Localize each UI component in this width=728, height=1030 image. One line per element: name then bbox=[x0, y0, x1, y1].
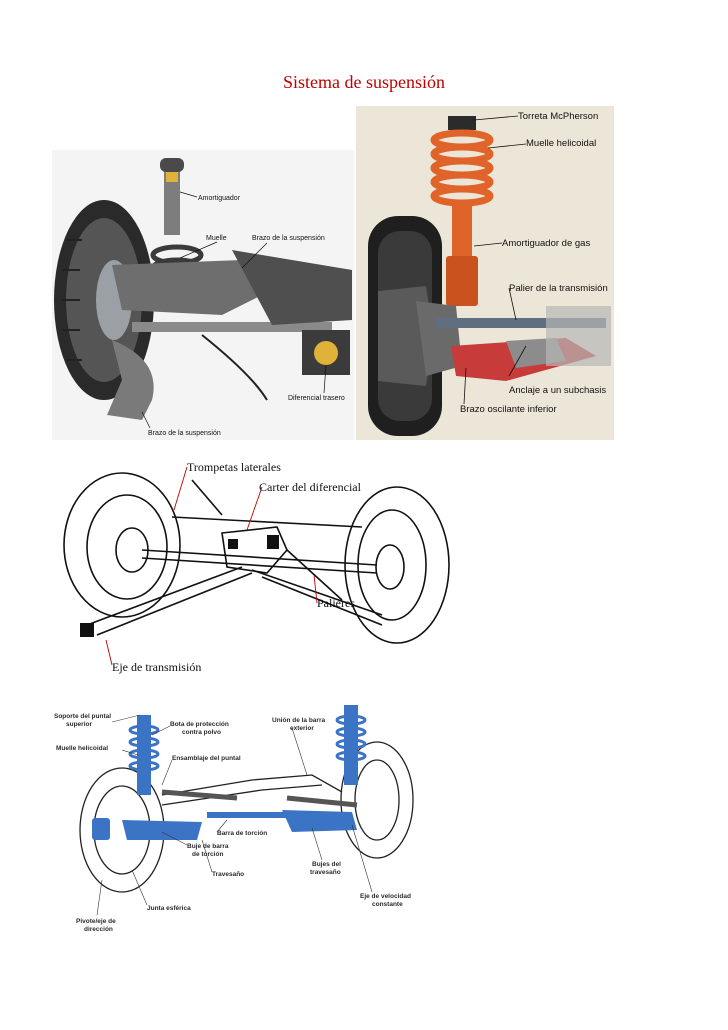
union-label-line1: Unión de la barra bbox=[272, 717, 325, 724]
trumpets-label: Trompetas laterales bbox=[187, 460, 281, 474]
soporte-label-line2: superior bbox=[66, 721, 92, 728]
mcpherson-illustration: Torreta McPherson Muelle helicoidal Amor… bbox=[356, 106, 614, 440]
pivote-label-line1: Pivote/eje de bbox=[76, 918, 116, 925]
spring-label: Muelle bbox=[206, 235, 227, 242]
barra-label: Barra de torción bbox=[217, 830, 267, 837]
lower-arm-label: Brazo oscilante inferior bbox=[460, 404, 557, 415]
page-title: Sistema de suspensión bbox=[283, 72, 445, 92]
buje-label-line2: de torción bbox=[192, 851, 223, 858]
soporte-label-line1: Soporte del puntal bbox=[54, 713, 111, 720]
eje-transmision-label: Eje de transmisión bbox=[112, 660, 201, 674]
bujes-label-line2: travesaño bbox=[310, 869, 341, 876]
eje-velocidad-label-line2: constante bbox=[372, 901, 403, 908]
coil-label: Muelle helicoidal bbox=[526, 138, 596, 149]
shock-label: Amortiguador bbox=[198, 195, 241, 202]
pivote-label-line2: dirección bbox=[84, 926, 113, 933]
front-suspension-figure: Soporte del puntal superior Bota de prot… bbox=[52, 700, 432, 940]
subframe-label: Anclaje a un subchasis bbox=[509, 385, 606, 396]
union-label-line2: exterior bbox=[290, 725, 314, 732]
halfshaft-label: Palier de la transmisión bbox=[509, 283, 608, 294]
rear-suspension-illustration: Amortiguador Muelle Brazo de la suspensi… bbox=[52, 150, 354, 440]
bujes-label-line1: Bujes del bbox=[312, 861, 341, 868]
mcpherson-figure: Torreta McPherson Muelle helicoidal Amor… bbox=[356, 106, 614, 440]
junta-label: Junta esférica bbox=[147, 905, 191, 912]
eje-velocidad-label-line1: Eje de velocidad bbox=[360, 893, 411, 900]
palieres-label: Palieres bbox=[317, 596, 355, 610]
rear-axle-figure: Trompetas laterales Carter del diferenci… bbox=[52, 455, 452, 690]
gas-shock-label: Amortiguador de gas bbox=[502, 238, 590, 249]
front-suspension-illustration: Soporte del puntal superior Bota de prot… bbox=[52, 700, 432, 940]
arm-label: Brazo de la suspensión bbox=[252, 235, 325, 242]
rear-axle-illustration: Trompetas laterales Carter del diferenci… bbox=[52, 455, 452, 690]
rear-suspension-figure: Amortiguador Muelle Brazo de la suspensi… bbox=[52, 150, 354, 440]
carter-label: Carter del diferencial bbox=[259, 480, 362, 494]
differential-label: Diferencial trasero bbox=[288, 395, 345, 402]
bota-label-line1: Bota de protección bbox=[170, 721, 229, 728]
travesano-label: Travesaño bbox=[212, 871, 244, 878]
muelle-label: Muelle helicoidal bbox=[56, 745, 108, 752]
buje-label-line1: Buje de barra bbox=[187, 843, 229, 850]
tower-label: Torreta McPherson bbox=[518, 111, 598, 122]
bota-label-line2: contra polvo bbox=[182, 729, 221, 736]
ensamblaje-label: Ensamblaje del puntal bbox=[172, 755, 241, 762]
arm-bottom-label: Brazo de la suspensión bbox=[148, 430, 221, 437]
